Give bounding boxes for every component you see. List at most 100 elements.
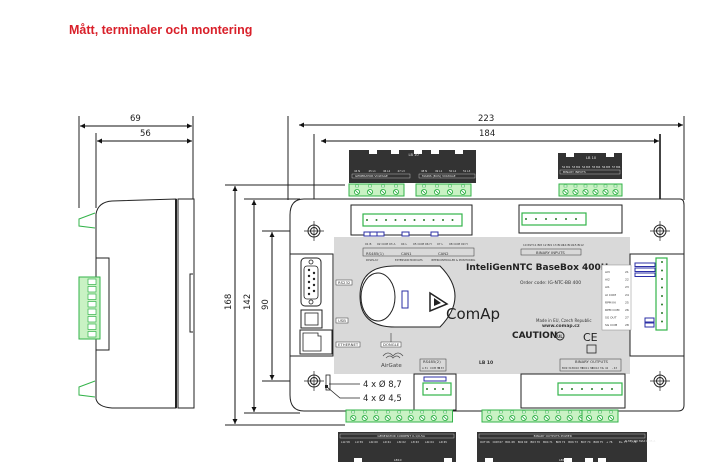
terminal-block-binary-outputs (481, 409, 589, 423)
dsub-pin (307, 274, 311, 278)
binary-outputs-front-label: BINARY OUTPUTS (559, 358, 622, 372)
svg-text:CAN1: CAN1 (401, 251, 412, 256)
connector-title: GENERATOR CURRENT 0-1/0-5A (377, 434, 426, 438)
terminal-pin (451, 219, 454, 221)
analog-input-number: 25 (625, 300, 629, 304)
terminal-pin (661, 295, 663, 297)
terminal-clamp (510, 410, 514, 414)
plug-binary-inputs (521, 212, 587, 226)
terminal-number: L4k 64 (425, 440, 434, 444)
svg-text:CAN2: CAN2 (438, 251, 449, 256)
side-terminal-slot (87, 286, 97, 293)
terminal-clamp (363, 410, 367, 414)
dim-label-69: 69 (130, 114, 141, 124)
terminal-clamp (603, 184, 608, 188)
terminal-pin (661, 312, 663, 314)
terminal-block-mains-voltage (415, 183, 472, 197)
terminal-number: BO7 74 (581, 440, 591, 444)
terminal-clamp (448, 184, 452, 188)
terminal-pin (385, 219, 387, 221)
dsub-pin (312, 277, 316, 281)
terminal-clamp (587, 410, 591, 414)
terminal-number: + 76 (606, 440, 613, 444)
terminal-clamp (432, 410, 436, 414)
terminal-number: 05 COM (413, 242, 425, 246)
terminal-number: 51 L3 (463, 169, 471, 173)
terminal-pin (442, 219, 444, 221)
terminal-number: 01 B (365, 242, 371, 246)
terminal-pin (394, 219, 397, 221)
hole-large-label: 4 x Ø 8,7 (363, 379, 402, 390)
terminal-number: A 31 (422, 366, 428, 370)
page-title: Mått, terminaler och montering (69, 23, 253, 37)
rs232-port[interactable] (300, 257, 322, 307)
side-terminal-slot (87, 331, 97, 338)
mounting-hole-icon (650, 221, 670, 241)
analog-input-number: 24 (625, 293, 629, 297)
terminal-pin (561, 388, 563, 390)
svg-text:EXTENSION MODULES: EXTENSION MODULES (395, 258, 423, 262)
terminal-pin (661, 320, 663, 323)
analog-input-number: 26 (625, 308, 629, 312)
analog-input-name: RPM COM (605, 308, 620, 312)
display-window (359, 265, 456, 328)
terminal-clamp (522, 410, 526, 414)
terminal-clamp (351, 410, 355, 414)
made-in: Made in EU, Czech Republic (536, 318, 592, 323)
usb-port[interactable] (300, 309, 323, 329)
terminal-pin (565, 218, 567, 220)
ethernet-port[interactable] (299, 329, 333, 355)
jumper-icon (634, 272, 656, 277)
svg-text:INTERCONTROLLER & MONITORING: INTERCONTROLLER & MONITORING (431, 258, 475, 262)
terminal-pin (375, 219, 378, 221)
terminal-clamp (409, 410, 413, 414)
jumper-icon (644, 317, 655, 323)
terminal-number: 15 BI12 (573, 243, 584, 247)
dsub-pin (307, 286, 311, 290)
port-labels: RS232 USB ETHERNET DONGLE (335, 279, 402, 348)
terminal-number: 48 N (421, 169, 427, 173)
terminal-number: BO4 71 (543, 440, 553, 444)
jumper-icon (369, 231, 378, 237)
side-terminal-block (78, 276, 101, 340)
plug-analog-inputs (655, 257, 668, 331)
hole-small-label: 4 x Ø 4,5 (363, 393, 402, 404)
terminal-number: BO5 72 (556, 440, 566, 444)
double-insulation-icon (586, 344, 597, 354)
jumper-icon (376, 231, 385, 237)
terminal-number: L1k 58 (341, 440, 350, 444)
terminal-number: 10 RST (523, 243, 533, 247)
terminal-number: BO11 36 (582, 366, 594, 370)
analog-input-name: SG OUT (605, 316, 617, 320)
terminal-block-binary-inputs-top (558, 183, 623, 197)
terminal-number: COM 67 (493, 440, 504, 444)
jumper-icon (644, 322, 655, 328)
terminal-clamp (374, 410, 378, 414)
brand-name: ComAp (446, 305, 500, 323)
terminal-pin (661, 278, 663, 280)
terminal-number: L3k 62 (397, 440, 406, 444)
mounting-hole-icon (304, 221, 324, 241)
analog-input-name: AI2 (605, 278, 610, 282)
terminal-pin (413, 219, 416, 221)
terminal-pin (661, 286, 663, 289)
terminal-number: 13 BI10 (553, 243, 564, 247)
terminal-clamp (461, 184, 465, 188)
front-dimensions: 223 184 168 142 90 (224, 114, 685, 426)
terminal-clamp (499, 410, 503, 414)
analog-input-number: 27 (625, 316, 629, 320)
terminal-number: 57 BI6 (612, 165, 621, 169)
terminal-clamp (368, 184, 372, 188)
terminal-number: B 33 (438, 366, 444, 370)
jumper-icon (634, 267, 656, 272)
binary-inputs-front-label: BINARY INPUTS (520, 248, 582, 256)
dsub-pin (312, 271, 316, 275)
terminal-pin (555, 218, 557, 220)
jumper-icon (423, 376, 447, 382)
terminal-number: L4l 65 (439, 440, 447, 444)
terminal-number: L3l 63 (411, 440, 419, 444)
terminal-pin (661, 303, 663, 306)
